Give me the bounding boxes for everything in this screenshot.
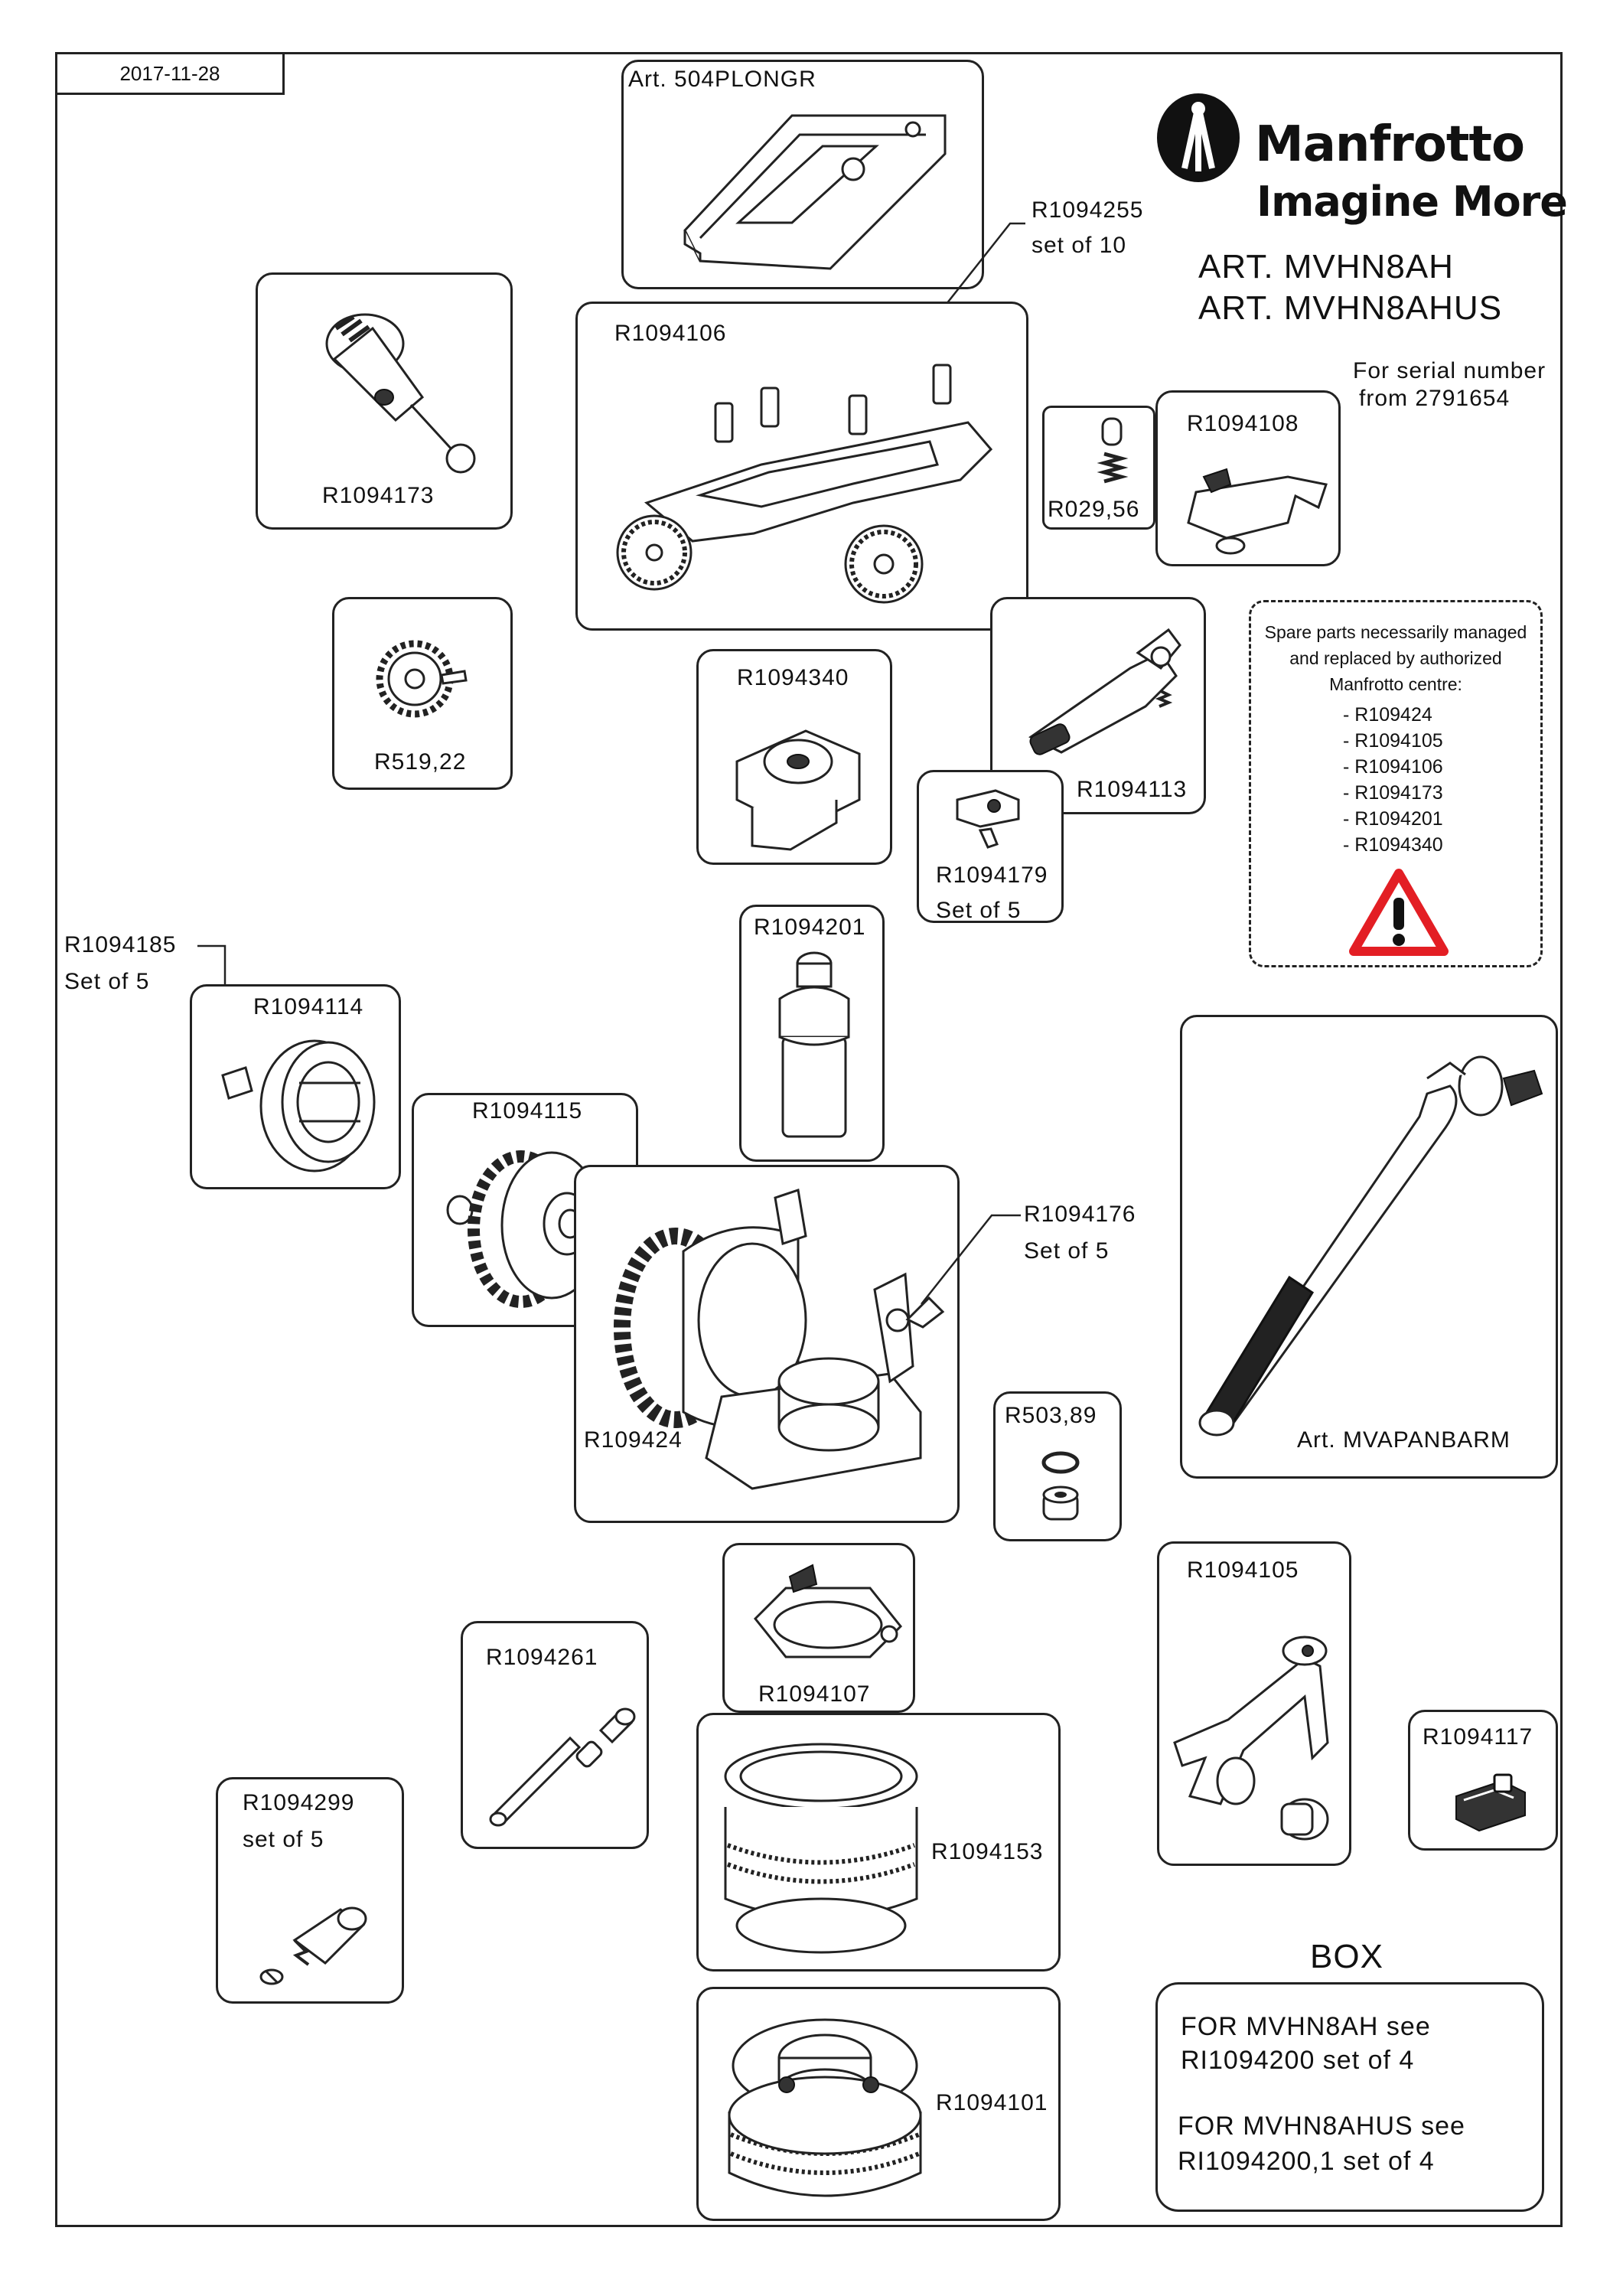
serial-line-2: from 2791654 — [1359, 386, 1511, 411]
serial-line-1: For serial number — [1353, 358, 1546, 383]
warning-triangle-icon — [1349, 869, 1449, 956]
part-box-screw-set[interactable]: R1094299 set of 5 — [216, 1777, 404, 2004]
screws-code-label: R1094255 — [1031, 197, 1144, 223]
cylinder-insert-icon — [778, 951, 850, 1138]
gear-icon — [376, 640, 468, 718]
part-box-drum[interactable]: R1094114 — [190, 984, 401, 1189]
part-box-pan-bar[interactable]: Art. MVAPANBARM — [1180, 1015, 1558, 1479]
clip-icon — [956, 789, 1020, 849]
part-label: R1094108 — [1187, 411, 1299, 436]
pin-qty-label: Set of 5 — [64, 969, 150, 994]
part-box-mount[interactable]: R1094340 — [696, 649, 892, 865]
part-label: R1094107 — [758, 1681, 871, 1707]
part-label: R1094106 — [614, 321, 727, 346]
quick-release-plate-icon — [683, 114, 947, 270]
part-box-block[interactable]: R1094117 — [1408, 1710, 1558, 1851]
brand-tagline: Imagine More — [1256, 178, 1568, 226]
threaded-rod-icon — [489, 1707, 636, 1827]
part-label: Art. 504PLONGR — [628, 67, 816, 92]
list-item: - R1094105 — [1343, 730, 1443, 752]
part-label: R1094179 — [936, 863, 1048, 888]
part-box-ring-set[interactable]: R503,89 — [993, 1391, 1122, 1541]
part-box-spring-pin[interactable]: R029,56 — [1042, 406, 1155, 530]
fluid-head-icon — [614, 1189, 922, 1490]
base-bracket-icon — [616, 364, 993, 604]
part-qty: set of 5 — [243, 1827, 324, 1852]
lock-lever-icon — [1187, 468, 1328, 555]
box-line-1: FOR MVHN8AH see — [1181, 2012, 1431, 2041]
part-box-base[interactable]: R1094106 — [575, 302, 1028, 631]
part-box-knob[interactable]: R1094173 — [256, 272, 513, 530]
box-title: BOX — [1310, 1938, 1383, 1975]
callout-line-icon — [905, 1214, 1021, 1329]
list-item: - R109424 — [1343, 704, 1432, 726]
part-label: R029,56 — [1048, 497, 1140, 522]
box-line-2: RI1094200 set of 4 — [1181, 2046, 1415, 2075]
part-label: R1094153 — [931, 1839, 1044, 1864]
part-box-bowl[interactable]: R1094101 — [696, 1987, 1061, 2221]
part-label: R1094261 — [486, 1645, 598, 1670]
part-qty: Set of 5 — [936, 898, 1022, 923]
part-box-rod[interactable]: R1094261 — [461, 1621, 649, 1849]
slide-block-icon — [1455, 1773, 1526, 1832]
wedge-qty-label: Set of 5 — [1024, 1238, 1110, 1264]
part-label: R1094113 — [1077, 777, 1188, 802]
part-label: R1094105 — [1187, 1557, 1299, 1583]
part-label: R1094115 — [472, 1098, 583, 1124]
part-box-gear[interactable]: R519,22 — [332, 597, 513, 790]
wedge-code-label: R1094176 — [1024, 1202, 1136, 1227]
part-label: Art. MVAPANBARM — [1297, 1427, 1511, 1453]
page-frame — [55, 52, 1563, 2227]
manfrotto-logo-icon — [1157, 93, 1240, 182]
part-label: R1094340 — [737, 665, 849, 690]
bowl-ring-icon — [724, 1743, 918, 1954]
part-label: R1094114 — [253, 994, 364, 1019]
part-box-clip[interactable]: R1094179 Set of 5 — [917, 770, 1064, 923]
part-box-wheel[interactable]: R1094115 — [412, 1093, 638, 1327]
list-item: - R1094201 — [1343, 808, 1443, 830]
drum-icon — [221, 1039, 376, 1172]
part-box-insert[interactable]: R1094201 — [739, 905, 885, 1162]
brand-name: Manfrotto — [1255, 116, 1525, 173]
part-box-plate[interactable]: Art. 504PLONGR — [621, 60, 984, 289]
spring-pin-icon — [1097, 417, 1129, 484]
box-info-panel: FOR MVHN8AH see RI1094200 set of 4 FOR M… — [1155, 1982, 1544, 2212]
part-label: R503,89 — [1005, 1403, 1097, 1428]
part-label: R519,22 — [374, 749, 467, 775]
part-label: R1094299 — [243, 1790, 355, 1815]
title-line-1: ART. MVHN8AH — [1198, 248, 1454, 285]
o-ring-icon — [1041, 1451, 1080, 1521]
part-box-arm[interactable]: R1094105 — [1157, 1541, 1351, 1866]
screw-set-icon — [259, 1906, 367, 1985]
clamp-ring-icon — [753, 1564, 903, 1658]
bowl-base-icon — [728, 2018, 922, 2197]
part-label: R1094201 — [754, 915, 866, 940]
part-box-clamp[interactable]: R1094107 — [722, 1543, 915, 1713]
part-label: R1094173 — [322, 483, 435, 508]
pin-code-label: R1094185 — [64, 932, 177, 957]
list-item: - R1094106 — [1343, 756, 1443, 778]
support-arm-icon — [1173, 1636, 1329, 1841]
list-item: - R1094340 — [1343, 834, 1443, 856]
part-label: R1094117 — [1423, 1724, 1533, 1750]
notice-heading: Spare parts necessarily managed and repl… — [1264, 622, 1527, 694]
screws-qty-label: set of 10 — [1031, 233, 1127, 258]
part-label: R1094101 — [936, 2090, 1048, 2115]
spare-parts-notice: Spare parts necessarily managed and repl… — [1249, 600, 1543, 967]
date-stamp: 2017-11-28 — [55, 52, 285, 95]
part-box-lever[interactable]: R1094108 — [1155, 390, 1341, 566]
part-box-head[interactable]: R109424 — [574, 1165, 960, 1523]
list-item: - R1094173 — [1343, 782, 1443, 804]
pan-bar-icon — [1198, 1055, 1543, 1437]
lock-knob-icon — [325, 313, 476, 474]
title-line-2: ART. MVHN8AHUS — [1198, 289, 1503, 327]
notice-list: - R109424 - R1094105 - R1094106 - R10941… — [1343, 702, 1443, 858]
box-line-3: FOR MVHN8AHUS see — [1178, 2112, 1465, 2141]
box-line-4: RI1094200,1 set of 4 — [1178, 2147, 1435, 2176]
latch-icon — [1028, 628, 1181, 755]
mount-block-icon — [735, 729, 861, 851]
part-box-bowl-ring[interactable]: R1094153 — [696, 1713, 1061, 1971]
part-label: R109424 — [584, 1427, 683, 1453]
